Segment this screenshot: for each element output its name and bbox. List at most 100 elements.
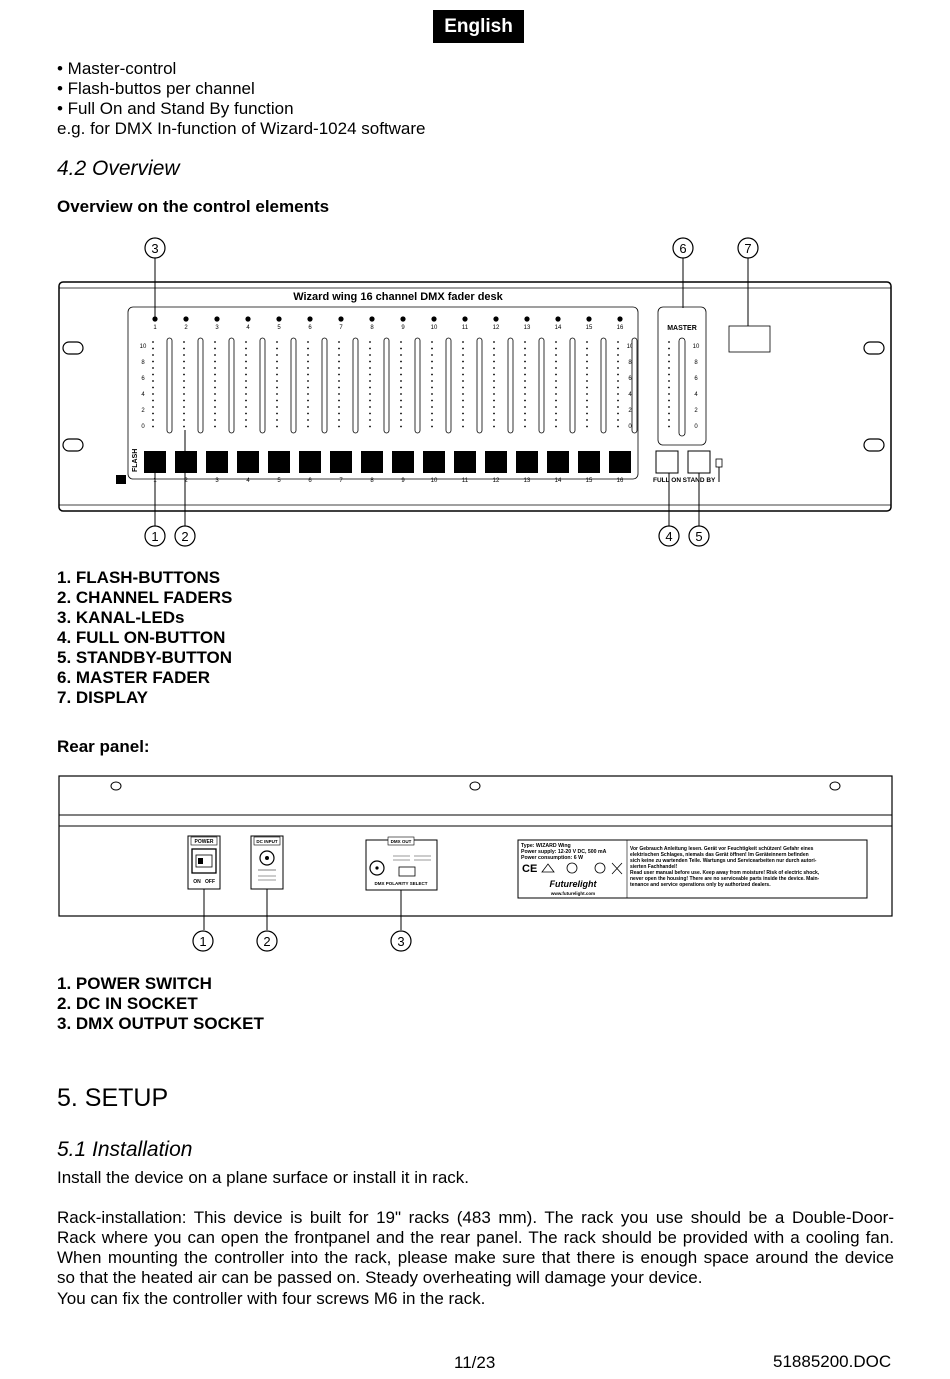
svg-text:DMX POLARITY SELECT: DMX POLARITY SELECT: [375, 881, 428, 886]
rear-screw-hole: [110, 781, 122, 791]
flash-button: [516, 451, 538, 473]
svg-text:DC INPUT: DC INPUT: [256, 839, 278, 844]
doc-number: 51885200.DOC: [773, 1352, 892, 1371]
channel-number: 10: [431, 325, 438, 331]
type-plate: Type: WIZARD Wing Power supply: 12-20 V …: [517, 839, 868, 899]
legend-item: 1. POWER SWITCH: [57, 974, 212, 993]
rack-hole: [863, 438, 885, 452]
legend-item: 7. DISPLAY: [57, 688, 149, 707]
callout-5: 5: [688, 525, 710, 547]
rear-screw-hole: [829, 781, 841, 791]
flash-button: [268, 451, 290, 473]
flash-number: 12: [493, 478, 500, 484]
channel-number: 11: [462, 325, 469, 331]
channel-fader: [569, 337, 576, 434]
screws-text: You can fix the controller with four scr…: [57, 1289, 486, 1308]
flash-button: [485, 451, 507, 473]
svg-text:Vor Gebrauch Anleitung lesen.: Vor Gebrauch Anleitung lesen. Gerät vor …: [630, 846, 814, 852]
legend-item: 4. FULL ON-BUTTON: [57, 628, 226, 647]
page-number: 11/23: [454, 1353, 496, 1372]
certification-icon: [594, 862, 606, 874]
channel-led: [431, 316, 437, 322]
flash-button: [454, 451, 476, 473]
channel-led: [338, 316, 344, 322]
channel-fader: [507, 337, 514, 434]
intro-line: • Flash-buttos per channel: [57, 79, 255, 98]
channel-fader: [445, 337, 452, 434]
flash-number: 5: [277, 478, 281, 484]
scale-label: 6: [628, 376, 632, 382]
svg-text:1: 1: [151, 529, 158, 544]
flash-number: 2: [184, 478, 188, 484]
channel-led: [276, 316, 282, 322]
callout-2: 2: [174, 525, 196, 547]
rear-panel-diagram: POWER ON OFF DC INPUT DMX OUT DMX POLARI…: [58, 775, 893, 952]
legend-item: 6. MASTER FADER: [57, 668, 211, 687]
channel-fader: [414, 337, 421, 434]
channel-number: 5: [277, 325, 281, 331]
channel-fader: [321, 337, 328, 434]
svg-text:4: 4: [665, 529, 672, 544]
flash-button: [206, 451, 228, 473]
svg-text:ON: ON: [193, 879, 201, 885]
house-icon: [541, 863, 555, 873]
channel-led: [493, 316, 499, 322]
rack-line: When mounting the controller into the ra…: [57, 1248, 894, 1267]
stand-by-button: [687, 450, 711, 474]
channel-number: 12: [493, 325, 500, 331]
channel-fader: [352, 337, 359, 434]
svg-text:3: 3: [151, 241, 158, 256]
svg-text:Type: WIZARD Wing: Type: WIZARD Wing: [521, 843, 571, 849]
channel-number: 9: [401, 325, 405, 331]
master-scale-label: 8: [694, 360, 698, 366]
rack-line: Rack-installation: This device is built …: [57, 1208, 894, 1227]
legend-item: 2. DC IN SOCKET: [57, 994, 198, 1013]
channel-number: 16: [617, 325, 624, 331]
scale-label: 0: [141, 424, 145, 430]
installation-heading: 5.1 Installation: [57, 1138, 193, 1161]
full-on-label: FULL ON: [653, 477, 681, 484]
flash-button: [175, 451, 197, 473]
flash-button: [237, 451, 259, 473]
master-scale-label: 4: [694, 392, 698, 398]
channel-fader: [259, 337, 266, 434]
master-scale-label: 6: [694, 376, 698, 382]
flash-number: 14: [555, 478, 562, 484]
flash-button: [392, 451, 414, 473]
flash-number: 6: [308, 478, 312, 484]
channel-led: [555, 316, 561, 322]
legend-item: 5. STANDBY-BUTTON: [57, 648, 233, 667]
flash-button: [144, 451, 166, 473]
callout-7: 7: [737, 237, 759, 259]
rack-line: Rack where you can open the frontpanel a…: [57, 1228, 894, 1247]
flash-number: 3: [215, 478, 219, 484]
channel-number: 2: [184, 325, 188, 331]
master-fader: [678, 337, 686, 437]
scale-label: 10: [140, 344, 147, 350]
channel-number: 15: [586, 325, 593, 331]
svg-text:Power supply: 12-20 V DC, 500: Power supply: 12-20 V DC, 500 mA: [521, 849, 607, 855]
channel-led: [586, 316, 592, 322]
install-text: Install the device on a plane surface or…: [57, 1168, 469, 1187]
rear-heading: Rear panel:: [57, 737, 150, 756]
overview-heading: 4.2 Overview: [57, 157, 180, 180]
rear-callout-2: 2: [256, 930, 278, 952]
channel-number: 3: [215, 325, 219, 331]
svg-text:1: 1: [199, 934, 206, 949]
channel-led: [245, 316, 251, 322]
callout-1: 1: [144, 525, 166, 547]
master-scale-label: 2: [694, 408, 698, 414]
flash-led-square: [116, 475, 126, 484]
scale-label: 8: [141, 360, 145, 366]
channel-led: [214, 316, 220, 322]
dc-input-socket: DC INPUT: [250, 835, 284, 890]
rack-hole: [62, 341, 84, 355]
master-scale-label: 0: [694, 424, 698, 430]
flash-button: [330, 451, 352, 473]
channel-number: 7: [339, 325, 343, 331]
scale-label: 0: [628, 424, 632, 430]
svg-text:6: 6: [679, 241, 686, 256]
svg-text:5: 5: [695, 529, 702, 544]
scale-label: 2: [141, 408, 145, 414]
channel-number: 8: [370, 325, 374, 331]
